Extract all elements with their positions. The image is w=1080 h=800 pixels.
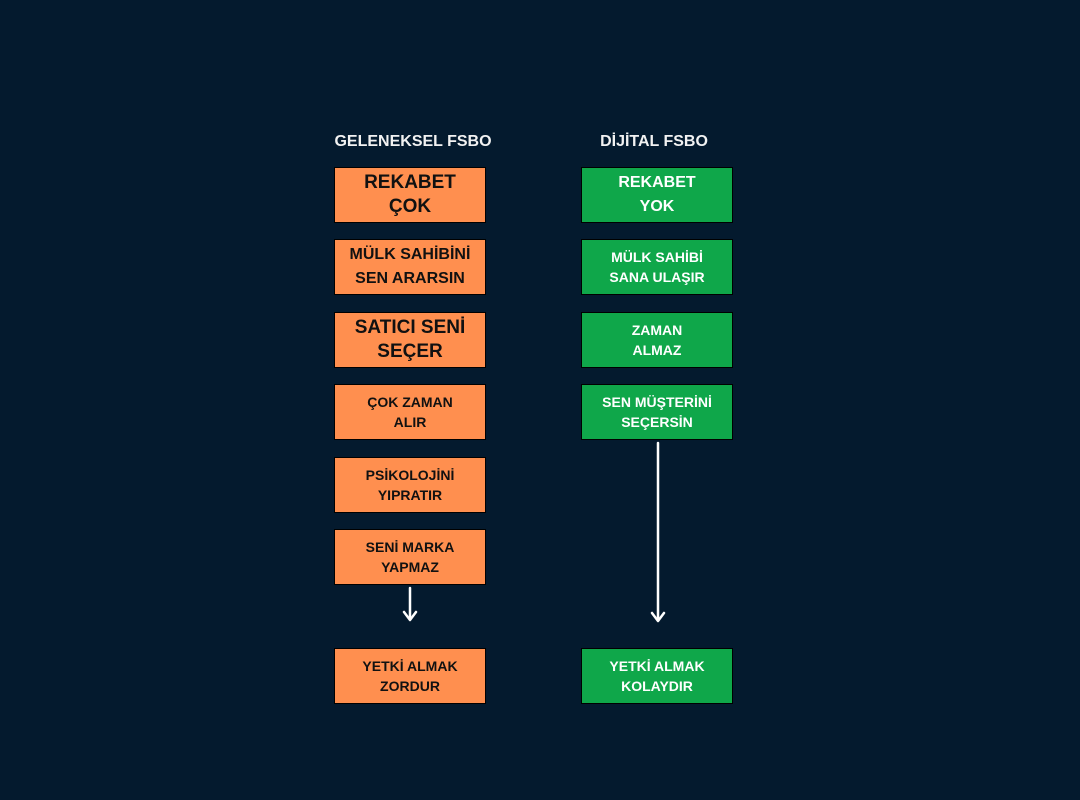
- traditional-fsbo-title: GELENEKSEL FSBO: [334, 133, 492, 150]
- traditional-box-wears-out: PSİKOLOJİNİ YIPRATIR: [334, 457, 486, 513]
- digital-result-box: YETKİ ALMAK KOLAYDIR: [581, 648, 733, 704]
- traditional-box-search-owner: MÜLK SAHİBİNİ SEN ARARSIN: [334, 239, 486, 295]
- traditional-box-no-brand: SENİ MARKA YAPMAZ: [334, 529, 486, 585]
- digital-fsbo-title: DİJİTAL FSBO: [600, 133, 708, 150]
- traditional-result-box: YETKİ ALMAK ZORDUR: [334, 648, 486, 704]
- traditional-box-takes-time: ÇOK ZAMAN ALIR: [334, 384, 486, 440]
- traditional-flow-arrow: [402, 586, 418, 622]
- digital-box-owner-reaches: MÜLK SAHİBİ SANA ULAŞIR: [581, 239, 733, 295]
- traditional-box-seller-chooses: SATICI SENİ SEÇER: [334, 312, 486, 368]
- digital-box-you-choose: SEN MÜŞTERİNİ SEÇERSİN: [581, 384, 733, 440]
- digital-flow-arrow: [650, 441, 666, 623]
- digital-box-no-competition: REKABET YOK: [581, 167, 733, 223]
- digital-box-no-time: ZAMAN ALMAZ: [581, 312, 733, 368]
- traditional-box-competition: REKABET ÇOK: [334, 167, 486, 223]
